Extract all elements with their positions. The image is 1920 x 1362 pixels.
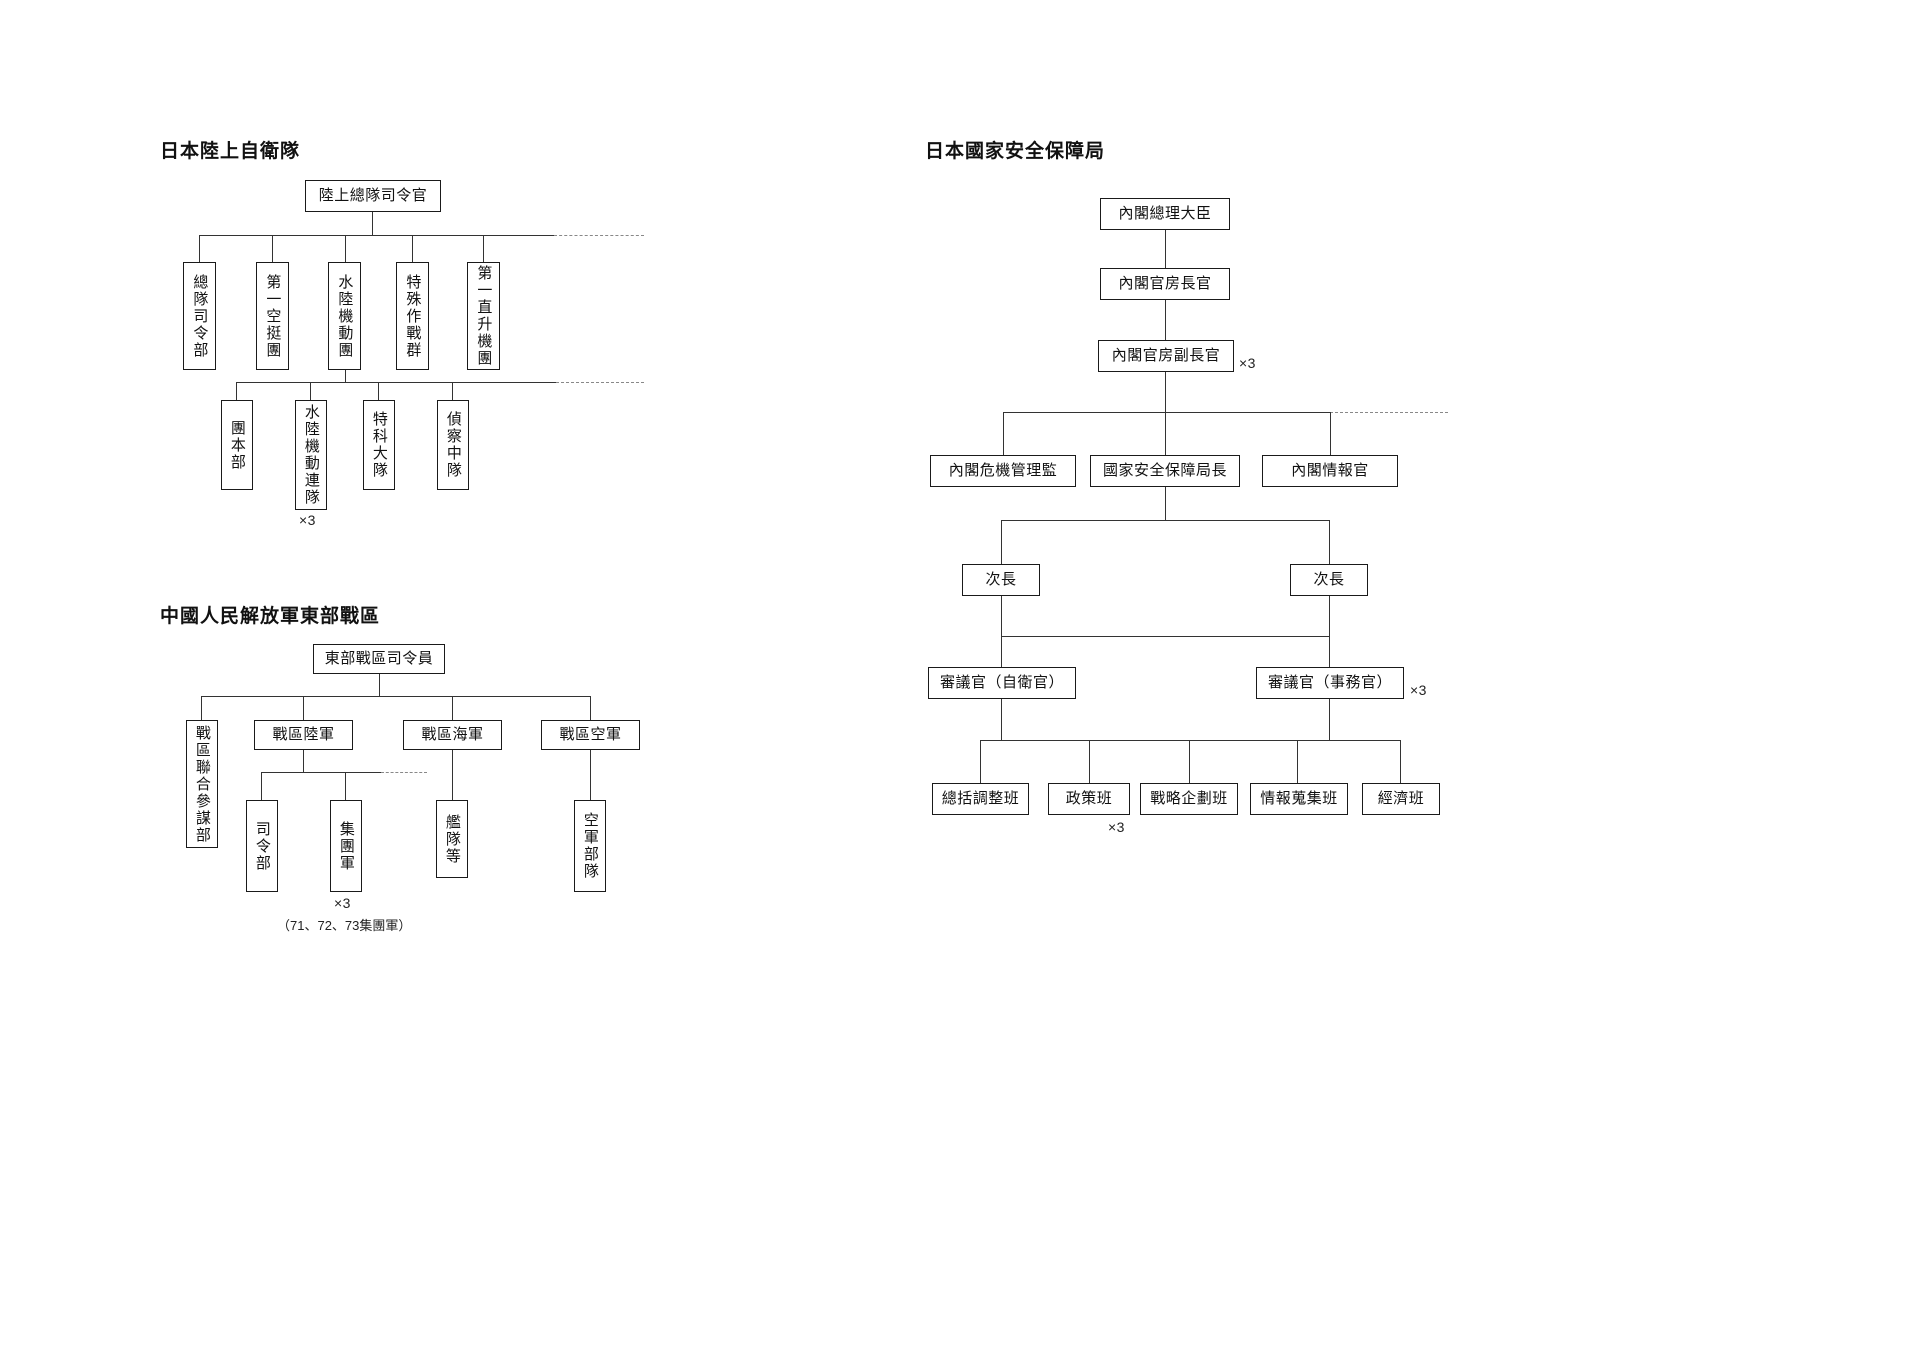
connector-nss-coun-stem-r [1329,596,1331,636]
node-pla-l2-1[interactable]: 戰區聯合參謀部 [186,720,218,848]
connector-nss-team-drop-4 [1297,740,1299,783]
connector-pla-root-stem [379,674,381,696]
connector-pla-drop-4 [590,696,592,720]
node-nss-team-4[interactable]: 情報蒐集班 [1250,783,1348,815]
connector-nss-coun-drop-1 [1001,636,1003,667]
connector-nss-coun-bus [1001,636,1329,638]
connector-jgsdf-l3-drop-1 [236,382,238,400]
connector-nss-chain-1-2 [1165,230,1167,268]
connector-jgsdf-drop-5 [483,235,485,262]
connector-pla-army-stem [303,750,305,772]
connector-jgsdf-l3-drop-2 [310,382,312,400]
node-nss-director-3[interactable]: 內閣情報官 [1262,455,1398,487]
connector-nss-dir-drop-2 [1165,412,1167,455]
multiplier-nss-councillor-2: ×3 [1410,682,1427,698]
node-jgsdf-l3-3[interactable]: 特科大隊 [363,400,395,490]
connector-pla-army-drop-1 [261,772,263,800]
node-jgsdf-l2-3[interactable]: 水陸機動團 [328,262,361,370]
connector-jgsdf-l3-bus-dashed [556,382,644,383]
connector-jgsdf-root-stem [372,212,374,235]
connector-pla-bus [201,696,590,698]
connector-nss-dir-drop-1 [1003,412,1005,455]
multiplier-jgsdf-l3-2: ×3 [299,512,316,528]
connector-nss-teams-stem-r [1329,699,1331,740]
node-jgsdf-l2-2[interactable]: 第一空挺團 [256,262,289,370]
connector-jgsdf-l3-drop-3 [378,382,380,400]
node-nss-chain-3[interactable]: 內閣官房副長官 [1098,340,1234,372]
connector-jgsdf-l3-drop-4 [452,382,454,400]
node-jgsdf-l2-4[interactable]: 特殊作戰群 [396,262,429,370]
node-nss-chain-1[interactable]: 內閣總理大臣 [1100,198,1230,230]
connector-jgsdf-bus-dashed [554,235,644,236]
chart-title-pla: 中國人民解放軍東部戰區 [160,606,381,627]
node-nss-director-1[interactable]: 內閣危機管理監 [930,455,1076,487]
multiplier-pla-l3-2: ×3 [334,895,351,911]
connector-pla-army-drop-2 [345,772,347,800]
node-jgsdf-l2-5[interactable]: 第一直升機團 [467,262,500,370]
connector-jgsdf-l3-bus [236,382,556,384]
connector-pla-af-stem [590,750,592,800]
node-pla-l3-2[interactable]: 集團軍 [330,800,362,892]
connector-pla-navy-stem [452,750,454,800]
chart-title-nss: 日本國家安全保障局 [925,141,1106,162]
node-pla-l3-4[interactable]: 空軍部隊 [574,800,606,892]
connector-jgsdf-drop-1 [199,235,201,262]
connector-nss-deputy-drop-2 [1329,520,1331,564]
connector-nss-team-drop-2 [1089,740,1091,783]
node-pla-l2-4[interactable]: 戰區空軍 [541,720,640,750]
connector-jgsdf-drop-2 [272,235,274,262]
node-nss-deputy-1[interactable]: 次長 [962,564,1040,596]
connector-nss-coun-stem-l [1001,596,1003,636]
multiplier-nss-team-2: ×3 [1108,819,1125,835]
connector-nss-deputy-bus [1001,520,1329,522]
node-nss-team-2[interactable]: 政策班 [1048,783,1130,815]
node-pla-l3-1[interactable]: 司令部 [246,800,278,892]
connector-nss-directors-bus-dashed [1330,412,1448,413]
connector-pla-drop-3 [452,696,454,720]
node-nss-deputy-2[interactable]: 次長 [1290,564,1368,596]
node-pla-root[interactable]: 東部戰區司令員 [313,644,445,674]
node-nss-director-2[interactable]: 國家安全保障局長 [1090,455,1240,487]
node-jgsdf-l3-2[interactable]: 水陸機動連隊 [295,400,327,510]
connector-pla-drop-1 [201,696,203,720]
node-nss-team-3[interactable]: 戰略企劃班 [1140,783,1238,815]
connector-pla-army-bus-dashed [381,772,427,773]
connector-nss-chain3-stem [1165,372,1167,412]
connector-nss-deputy-stem [1165,487,1167,520]
connector-pla-drop-2 [303,696,305,720]
node-nss-councillor-2[interactable]: 審議官（事務官） [1256,667,1404,699]
connector-jgsdf-drop-3 [345,235,347,262]
connector-nss-chain-2-3 [1165,300,1167,340]
connector-nss-teams-stem-l [1001,699,1003,740]
node-jgsdf-l3-4[interactable]: 偵察中隊 [437,400,469,490]
connector-pla-army-bus [261,772,381,774]
connector-nss-directors-bus [1003,412,1330,414]
connector-nss-coun-drop-2 [1329,636,1331,667]
node-nss-team-5[interactable]: 經濟班 [1362,783,1440,815]
connector-jgsdf-l3-stem [345,370,347,382]
connector-nss-deputy-drop-1 [1001,520,1003,564]
node-nss-chain-2[interactable]: 內閣官房長官 [1100,268,1230,300]
node-pla-l2-2[interactable]: 戰區陸軍 [254,720,353,750]
note-pla-group-armies: （71、72、73集團軍） [277,918,412,933]
node-nss-team-1[interactable]: 總括調整班 [932,783,1029,815]
connector-jgsdf-bus [199,235,554,237]
connector-jgsdf-drop-4 [412,235,414,262]
chart-title-jgsdf: 日本陸上自衛隊 [160,141,301,162]
node-pla-l2-3[interactable]: 戰區海軍 [403,720,502,750]
connector-nss-team-drop-5 [1400,740,1402,783]
connector-nss-team-drop-3 [1189,740,1191,783]
connector-nss-team-drop-1 [980,740,982,783]
node-jgsdf-root[interactable]: 陸上總隊司令官 [305,180,441,212]
node-pla-l3-3[interactable]: 艦隊等 [436,800,468,878]
multiplier-nss-chain-3: ×3 [1239,355,1256,371]
node-nss-councillor-1[interactable]: 審議官（自衛官） [928,667,1076,699]
node-jgsdf-l2-1[interactable]: 總隊司令部 [183,262,216,370]
node-jgsdf-l3-1[interactable]: 團本部 [221,400,253,490]
connector-nss-dir-drop-3 [1330,412,1332,455]
